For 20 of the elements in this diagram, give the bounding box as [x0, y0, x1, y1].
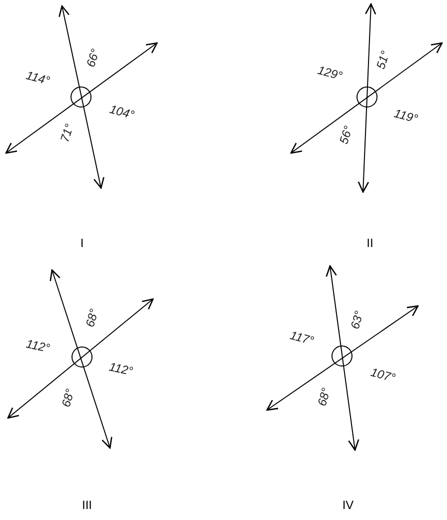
angle-label: 68° — [316, 386, 332, 408]
figure-label: IV — [342, 497, 354, 514]
figure-label: II — [366, 235, 374, 252]
angle-label: 63° — [348, 310, 366, 330]
angle-label: 51° — [374, 50, 392, 70]
figure-label: III — [82, 497, 92, 514]
figure-label: I — [80, 235, 84, 252]
angle-label: 107° — [369, 366, 397, 384]
angle-label: 68° — [84, 308, 100, 328]
angle-label: 68° — [60, 388, 76, 408]
angle-label: 104° — [108, 103, 136, 121]
angle-label: 56° — [338, 124, 354, 146]
angle-label: 129° — [316, 64, 344, 82]
angle-label: 66° — [84, 48, 102, 68]
angle-label: 117° — [288, 329, 316, 347]
angle-label: 119° — [392, 107, 420, 125]
angle-label: 114° — [24, 69, 52, 87]
angle-label: 112° — [108, 360, 134, 378]
angle-label: 112° — [25, 338, 51, 354]
angle-label: 71° — [58, 122, 76, 144]
